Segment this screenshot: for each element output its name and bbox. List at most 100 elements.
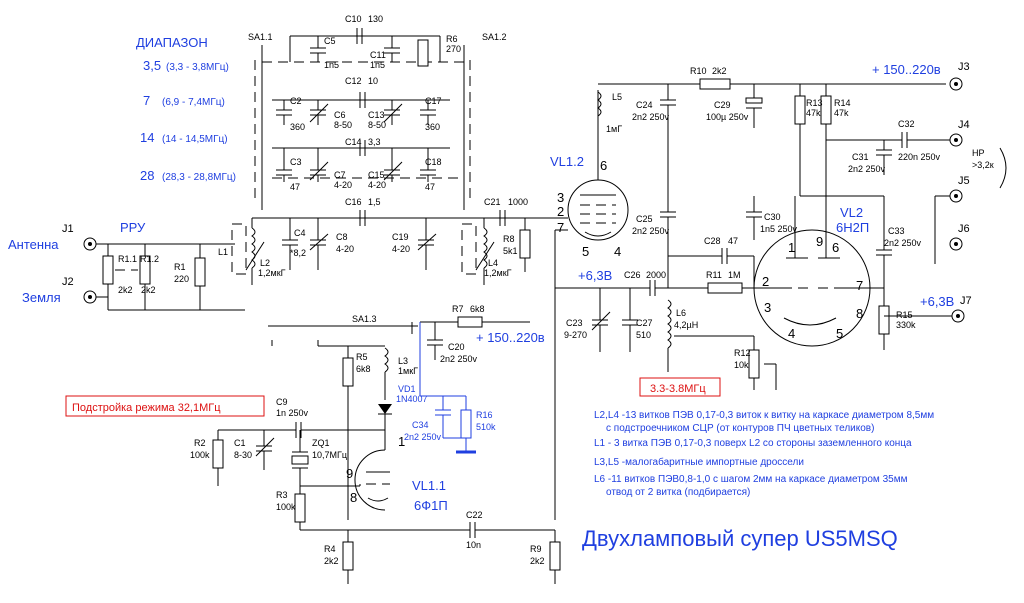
j6-connector[interactable] [949, 237, 963, 251]
c32-label: C32 [898, 119, 915, 129]
row2-caps [276, 100, 436, 125]
note-3: L1 - 3 витка ПЭВ 0,17-0,3 поверх L2 со с… [594, 438, 912, 449]
c2-value: 360 [290, 122, 305, 132]
c3-value: 47 [290, 182, 300, 192]
c15-label: C15 [368, 170, 385, 180]
r11-value: 2k2 [118, 285, 133, 295]
r7-value: 6k8 [470, 304, 485, 314]
vl12-pin4: 4 [614, 244, 621, 259]
r1-label: R1 [174, 262, 186, 272]
c32-c31-caps [826, 132, 950, 175]
hv-supply-label-2: + 150..220в [476, 330, 545, 345]
band-14-range: (14 - 14,5МГц) [162, 134, 228, 145]
band-28-range: (28,3 - 28,8МГц) [162, 172, 236, 183]
vl11-pin8: 8 [350, 490, 357, 505]
c25-c30-c33 [660, 125, 892, 288]
band-7-range: (6,9 - 7,4МГц) [162, 97, 225, 108]
vl12-pin2: 2 [557, 204, 564, 219]
c28-value: 47 [728, 236, 738, 246]
c22-label: C22 [466, 510, 483, 520]
c33-label: C33 [888, 226, 905, 236]
j6-label: J6 [958, 223, 970, 235]
note-4: L3,L5 -малогабаритные импортные дроссели [594, 456, 804, 468]
r2-label: R2 [194, 438, 206, 448]
c6-value: 8-50 [334, 120, 352, 130]
c9-label: C9 [276, 397, 288, 407]
l1-label: L1 [218, 247, 228, 257]
c21-value: 1000 [508, 197, 528, 207]
r6-label: R6 [446, 34, 458, 44]
c5-label: C5 [324, 36, 336, 46]
j3-label: J3 [958, 61, 970, 73]
c10-value: 130 [368, 14, 383, 24]
c10-label: C10 [345, 14, 362, 24]
j2-label: J2 [62, 276, 74, 288]
r13-r14-resistors [794, 84, 832, 196]
note-2: с подстроечником СЦР (от контуров ПЧ цве… [606, 423, 874, 434]
j3-connector[interactable] [949, 77, 963, 91]
l2-value: 1,2мкГ [258, 268, 286, 278]
c21-label: C21 [484, 197, 501, 207]
c26-label: C26 [624, 270, 641, 280]
note-1: L2,L4 -13 витков ПЭВ 0,17-0,3 виток к ви… [594, 410, 934, 421]
c14-value: 3,3 [368, 137, 381, 147]
c1-label: C1 [234, 438, 246, 448]
r12-label: R12 [734, 348, 751, 358]
r1-value: 220 [174, 274, 189, 284]
l6-value: 4,2µH [674, 320, 698, 330]
c7-label: C7 [334, 170, 346, 180]
c14-label: C14 [345, 137, 362, 147]
tune-mode-label: Подстройка режима 32,1МГц [72, 402, 221, 414]
l3-value: 1мкГ [398, 366, 418, 376]
c33-value: 2n2 250v [884, 238, 922, 248]
c16-capacitor [359, 210, 366, 226]
c5-capacitor [310, 36, 326, 62]
vl2-pin1: 1 [788, 240, 795, 255]
c11-label: C11 [370, 50, 386, 60]
l5-choke [597, 83, 946, 117]
r11-label: R11 [706, 270, 722, 280]
l4-label: L4 [488, 258, 498, 268]
heater2-label: +6,3В [920, 294, 954, 309]
c11-capacitor [384, 36, 400, 62]
c12-capacitor [359, 92, 366, 108]
band-28: 28 [140, 168, 154, 183]
j4-connector[interactable] [949, 133, 963, 147]
zq1-value: 10,7МГц [312, 450, 347, 460]
j7-connector[interactable] [951, 309, 965, 323]
c18-value: 47 [425, 182, 435, 192]
c8-value: 4-20 [336, 244, 354, 254]
ground-label: Земля [22, 290, 61, 305]
r14-label: R14 [834, 98, 851, 108]
hp-label: HP [972, 148, 985, 158]
band-14: 14 [140, 130, 154, 145]
band-3-5: 3,5 [143, 58, 161, 73]
vl12-pin6: 6 [600, 158, 607, 173]
vd1-label: VD1 [398, 384, 416, 394]
c30-value: 1n5 250v [760, 224, 798, 234]
c20-label: C20 [448, 342, 465, 352]
vl12-label: VL1.2 [550, 154, 584, 169]
if-band-box [639, 377, 721, 397]
c16-label: C16 [345, 197, 362, 207]
l5-label: L5 [612, 92, 622, 102]
vl2-pin8: 8 [856, 306, 863, 321]
r10-value: 2k2 [712, 66, 727, 76]
r8-value: 5k1 [503, 246, 518, 256]
c34-value: 2n2 250v [404, 432, 442, 442]
sa13-label: SA1.3 [352, 314, 377, 324]
c27-value: 510 [636, 330, 651, 340]
c29-label: C29 [714, 100, 731, 110]
vl2-pin3: 3 [764, 300, 771, 315]
c25-value: 2n2 250v [632, 226, 670, 236]
r12-label: R1.2 [140, 254, 159, 264]
c2-label: C2 [290, 96, 302, 106]
sa13-wiring [268, 316, 530, 520]
c26-c23-c27-l6 [555, 280, 754, 372]
vl12-tube [540, 90, 629, 520]
vl12-pin5: 5 [582, 244, 589, 259]
if-band-label: 3.3-3.8МГц [650, 383, 706, 395]
c16-value: 1,5 [368, 197, 381, 207]
c4-value: *8,2 [290, 248, 306, 258]
c8-label: C8 [336, 232, 348, 242]
